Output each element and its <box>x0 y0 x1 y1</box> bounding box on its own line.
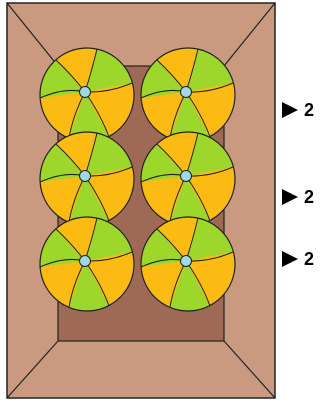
row-3-label: 2 <box>282 250 314 268</box>
arrow-right-icon <box>282 251 298 267</box>
beach-ball <box>140 47 236 143</box>
box-creases <box>6 2 276 399</box>
row-3-count: 2 <box>304 249 315 269</box>
row-2-label: 2 <box>282 188 314 206</box>
row-1-count: 2 <box>304 100 315 120</box>
beach-ball <box>39 216 135 312</box>
beach-ball <box>140 131 236 227</box>
arrow-right-icon <box>282 189 298 205</box>
beach-ball <box>39 47 135 143</box>
beach-ball <box>140 216 236 312</box>
row-2-count: 2 <box>304 187 315 207</box>
arrow-right-icon <box>282 102 298 118</box>
row-1-label: 2 <box>282 101 314 119</box>
beach-ball <box>39 131 135 227</box>
